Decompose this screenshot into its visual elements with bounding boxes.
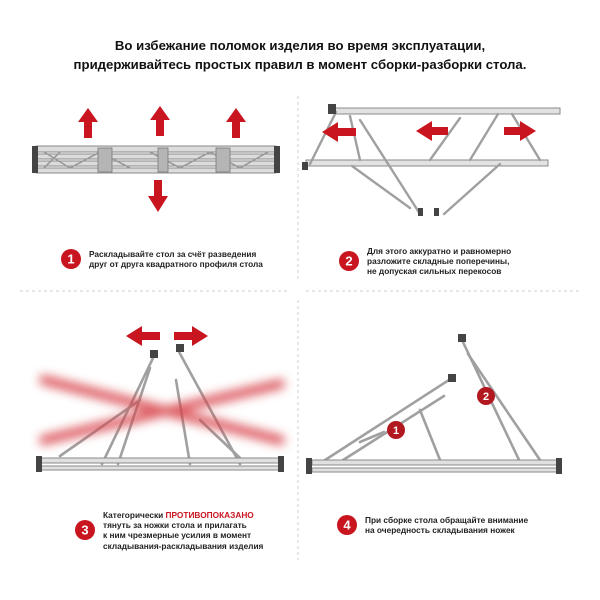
step-number-badge: 1 xyxy=(61,249,81,269)
prohibited-cross-icon xyxy=(39,375,285,445)
step-number-badge: 4 xyxy=(337,515,357,535)
svg-text:4: 4 xyxy=(343,518,351,533)
svg-text:1: 1 xyxy=(393,425,399,437)
step-1-text: Раскладывайте стол за счёт разведения др… xyxy=(89,248,263,269)
svg-text:2: 2 xyxy=(483,391,489,403)
svg-text:1: 1 xyxy=(67,252,74,267)
step-3-text: Категорически ПРОТИВОПОКАЗАНО тянуть за … xyxy=(103,510,264,551)
up-arrow-icon xyxy=(226,108,246,138)
panel-dividers xyxy=(20,96,580,560)
right-arrow-icon xyxy=(174,326,208,346)
unfolding-table-illustration xyxy=(302,104,561,216)
up-arrow-icon xyxy=(150,106,170,136)
page-title: Во избежание поломок изделия во время эк… xyxy=(0,36,600,74)
title-line-2: придерживайтесь простых правил в момент … xyxy=(73,57,527,72)
step-1: 1 Раскладывайте стол за счёт разведения … xyxy=(60,248,263,270)
step-2-text: Для этого аккуратно и равномерно разложи… xyxy=(367,246,512,277)
left-arrow-icon xyxy=(126,326,160,346)
prohibited-label: ПРОТИВОПОКАЗАНО xyxy=(165,510,254,520)
folded-table-illustration xyxy=(32,145,280,174)
svg-text:2: 2 xyxy=(345,254,352,269)
order-badge-2: 2 xyxy=(477,387,495,405)
step-number-badge: 2 xyxy=(339,251,359,272)
order-badge-1: 1 xyxy=(387,421,405,439)
svg-text:3: 3 xyxy=(81,523,88,538)
step-3: 3 Категорически ПРОТИВОПОКАЗАНО тянуть з… xyxy=(74,510,263,551)
up-arrow-icon xyxy=(78,108,98,138)
step-2: 2 Для этого аккуратно и равномерно разло… xyxy=(338,246,511,277)
title-line-1: Во избежание поломок изделия во время эк… xyxy=(114,38,486,53)
step-4: 4 При сборке стола обращайте внимание на… xyxy=(336,514,528,536)
right-arrow-icon xyxy=(504,121,536,141)
step-number-badge: 3 xyxy=(75,520,95,541)
folding-order-illustration xyxy=(306,334,562,474)
left-arrow-icon xyxy=(322,122,356,142)
down-arrow-icon xyxy=(148,180,168,212)
left-arrow-icon xyxy=(416,121,448,141)
wrong-pull-illustration xyxy=(36,344,284,472)
step-4-text: При сборке стола обращайте внимание на о… xyxy=(365,514,529,535)
